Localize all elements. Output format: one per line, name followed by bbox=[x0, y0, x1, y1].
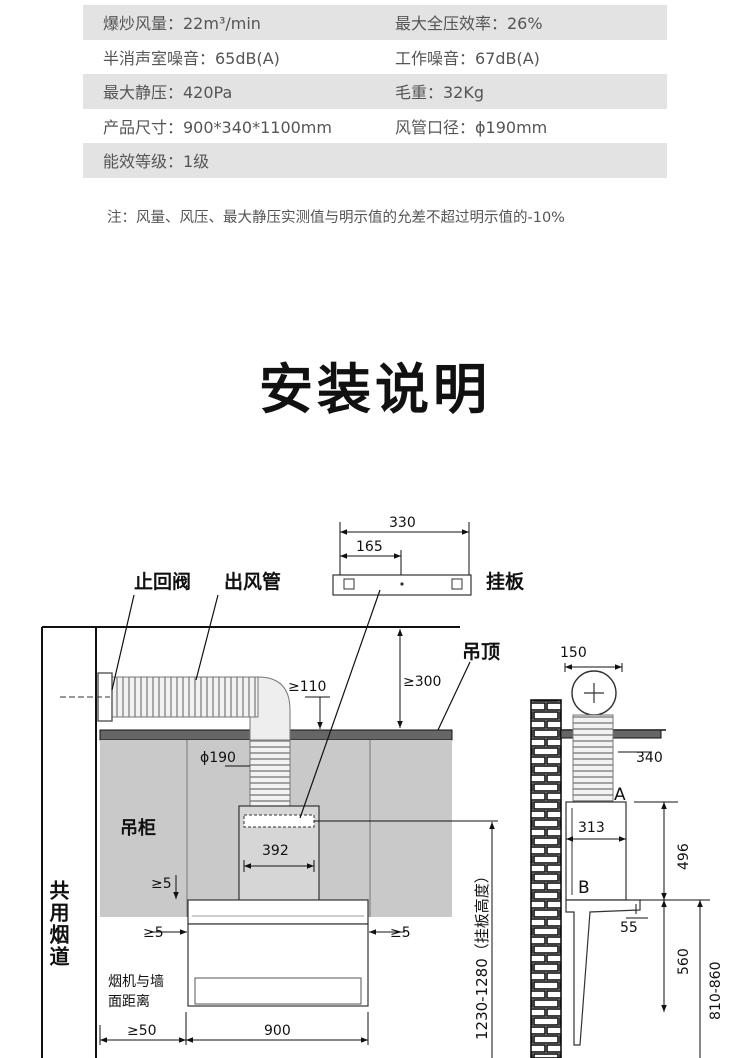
side-hood-profile bbox=[565, 899, 641, 1046]
dim-5-right: ≥5 bbox=[390, 925, 411, 941]
spec-table: 爆炒风量：22m³/min 最大全压效率：26% 半消声室噪音：65dB(A) … bbox=[83, 5, 667, 178]
outlet-pipe-vertical bbox=[249, 739, 291, 807]
dim-165: 165 bbox=[356, 539, 383, 555]
spec-note: 注：风量、风压、最大静压实测值与明示值的允差不超过明示值的-10% bbox=[107, 210, 565, 226]
shared-flue-wall bbox=[41, 626, 460, 1058]
dim-560: 560 bbox=[676, 948, 692, 975]
dim-150: 150 bbox=[560, 645, 587, 661]
spec-cell: 爆炒风量：22m³/min bbox=[103, 14, 261, 34]
spec-cell: 风管口径：ϕ190mm bbox=[395, 117, 548, 137]
dim-810-860: 810-860 bbox=[708, 962, 724, 1021]
dim-330: 330 bbox=[389, 515, 416, 531]
check-valve-label: 止回阀 bbox=[134, 570, 191, 593]
dim-300: ≥300 bbox=[403, 674, 441, 690]
spec-row: 爆炒风量：22m³/min 最大全压效率：26% bbox=[83, 5, 667, 40]
spec-cell: 产品尺寸：900*340*1100mm bbox=[103, 117, 332, 137]
dim-313: 313 bbox=[578, 820, 605, 836]
side-duct-pipe bbox=[572, 714, 614, 802]
outlet-pipe-label: 出风管 bbox=[224, 570, 281, 593]
ceiling-leader bbox=[437, 661, 471, 731]
valve-leader bbox=[111, 594, 135, 691]
spec-cell: 能效等级：1级 bbox=[103, 152, 210, 172]
side-chimney bbox=[565, 801, 627, 901]
brick-wall bbox=[530, 699, 562, 1058]
dim-392: 392 bbox=[262, 843, 289, 859]
spec-row: 能效等级：1级 bbox=[83, 143, 667, 178]
dim-190: ϕ190 bbox=[200, 750, 236, 766]
range-hood-body bbox=[187, 899, 369, 1007]
mount-height-label: 1230-1280（挂板高度） bbox=[473, 868, 491, 1040]
dim-55: 55 bbox=[620, 920, 638, 936]
hanging-plate bbox=[332, 574, 472, 596]
plate-leader bbox=[299, 589, 381, 819]
spec-row: 半消声室噪音：65dB(A) 工作噪音：67dB(A) bbox=[83, 40, 667, 75]
spec-cell: 毛重：32Kg bbox=[395, 83, 485, 103]
dim-110: ≥110 bbox=[288, 679, 326, 695]
point-b-label: B bbox=[578, 878, 590, 898]
hanging-plate-label: 挂板 bbox=[486, 570, 525, 593]
pipe-leader bbox=[195, 594, 219, 681]
dimension-lines bbox=[99, 522, 495, 1058]
spec-cell: 最大全压效率：26% bbox=[395, 14, 543, 34]
side-dimension-lines bbox=[564, 663, 710, 1058]
dim-50: ≥50 bbox=[127, 1023, 157, 1039]
dim-5-left: ≥5 bbox=[143, 925, 164, 941]
dim-5-top: ≥5 bbox=[151, 876, 172, 892]
spec-cell: 半消声室噪音：65dB(A) bbox=[103, 48, 280, 68]
wall-distance-label-2: 面距离 bbox=[108, 993, 150, 1010]
section-title: 安装说明 bbox=[259, 358, 491, 421]
outlet-pipe-horizontal bbox=[109, 676, 261, 718]
spec-cell: 工作噪音：67dB(A) bbox=[395, 48, 540, 68]
wall-distance-label-1: 烟机与墙 bbox=[108, 974, 164, 990]
spec-row: 最大静压：420Pa 毛重：32Kg bbox=[83, 74, 667, 109]
shared-flue-label: 共用烟道 bbox=[46, 880, 70, 968]
chimney-plate bbox=[243, 814, 315, 828]
dim-900: 900 bbox=[264, 1023, 291, 1039]
spec-row: 产品尺寸：900*340*1100mm 风管口径：ϕ190mm bbox=[83, 109, 667, 144]
outlet-pipe-elbow bbox=[249, 676, 291, 741]
point-a-label: A bbox=[614, 785, 626, 805]
spec-cell: 最大静压：420Pa bbox=[103, 83, 233, 103]
dim-340: 340 bbox=[636, 750, 663, 766]
cabinet-label: 吊柜 bbox=[120, 817, 156, 839]
ceiling-label: 吊顶 bbox=[462, 641, 500, 663]
dim-496: 496 bbox=[676, 843, 692, 870]
